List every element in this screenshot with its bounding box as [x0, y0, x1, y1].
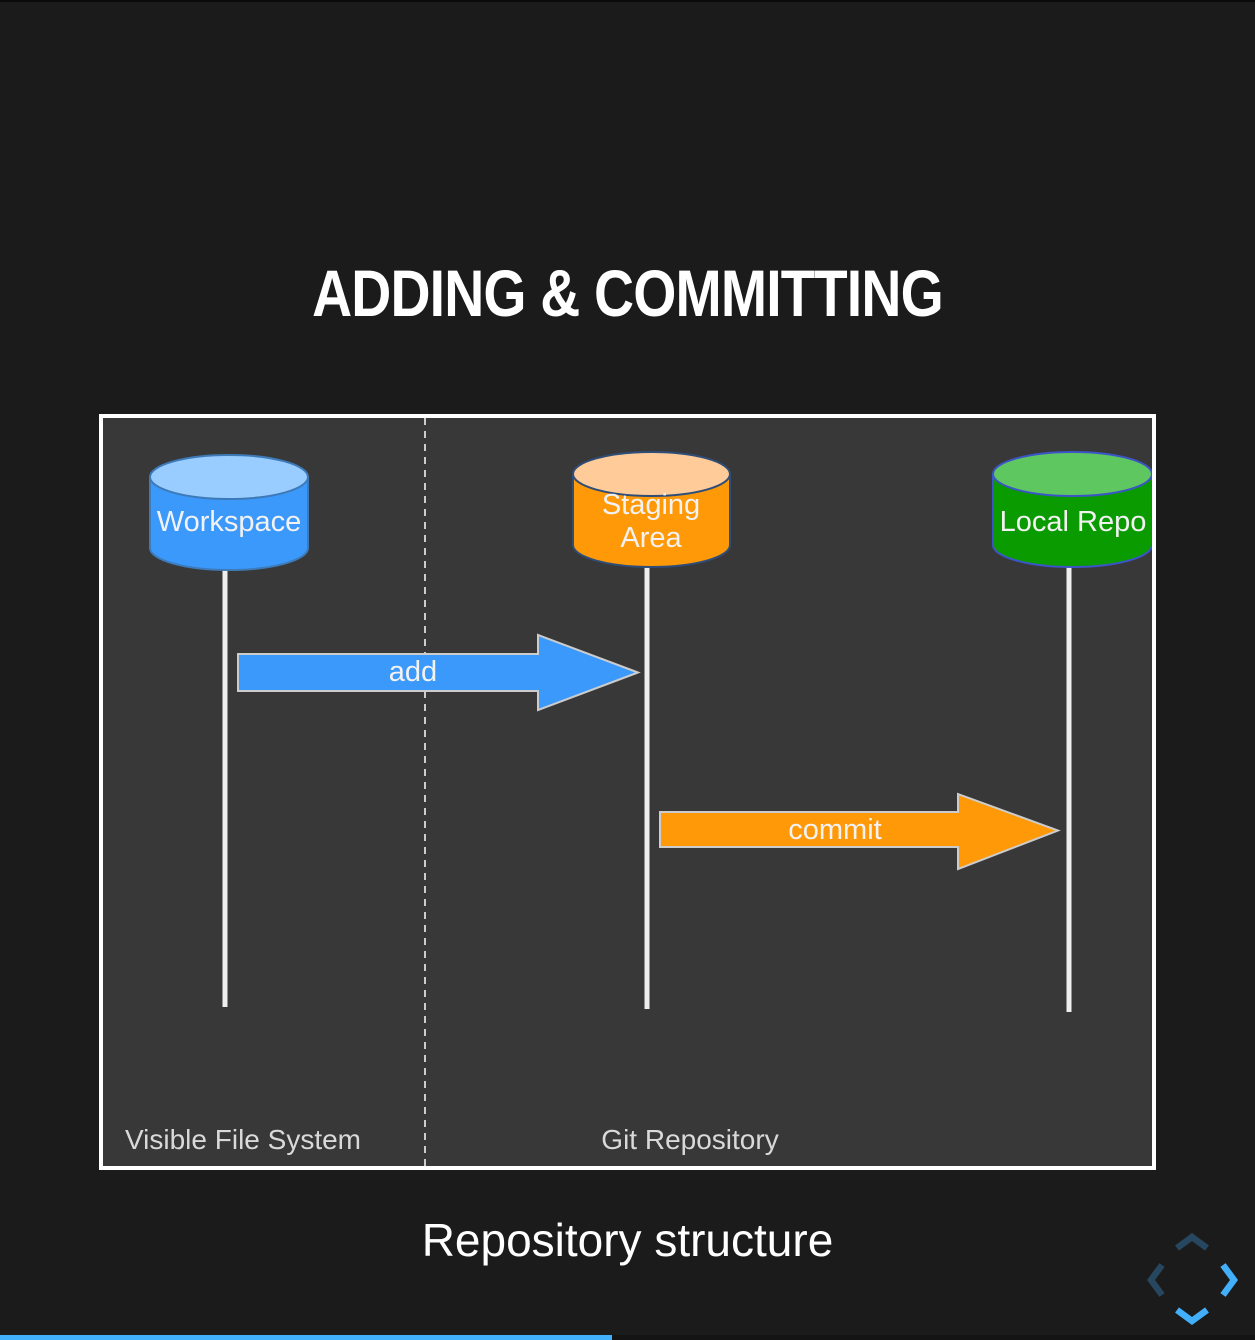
- repository-structure-diagram: Workspace Staging Area Local Repo add co…: [99, 414, 1156, 1170]
- local-repo-cylinder-outline: [992, 473, 1152, 568]
- add-arrow-outline: [237, 633, 641, 712]
- staging-cylinder-top: [573, 452, 730, 496]
- workspace-cylinder-body: [150, 477, 308, 570]
- slide-title: ADDING & COMMITTING: [0, 260, 1255, 326]
- navigate-left-button[interactable]: [1146, 1261, 1166, 1299]
- git-repository-label: Git Repository: [601, 1124, 779, 1155]
- staging-area-label: Staging Area: [551, 489, 751, 555]
- local-repo-cylinder: [992, 451, 1152, 568]
- slide-caption: Repository structure: [421, 1214, 834, 1266]
- staging-cylinder-body: [573, 474, 730, 567]
- chevron-left-icon: [1146, 1263, 1165, 1297]
- navigate-down-button[interactable]: [1173, 1306, 1211, 1326]
- chevron-right-icon: [1220, 1263, 1239, 1297]
- local-repo-label: Local Repo: [999, 506, 1147, 538]
- staging-cylinder: [572, 451, 731, 568]
- visible-file-system-label: Visible File System: [124, 1124, 361, 1155]
- workspace-label: Workspace: [156, 506, 302, 538]
- diagram-canvas: [149, 418, 1152, 1166]
- staging-area-label-line1: Staging: [601, 489, 701, 521]
- add-arrow-label: add: [388, 656, 438, 688]
- staging-area-label-line2: Area: [620, 522, 682, 555]
- navigate-right-button[interactable]: [1219, 1261, 1239, 1299]
- commit-arrow-outline: [659, 792, 1061, 871]
- slide-title-text: ADDING & COMMITTING: [312, 256, 944, 330]
- staging-cylinder-top-outline: [572, 451, 731, 497]
- workspace-cylinder-top-outline: [149, 454, 309, 500]
- workspace-cylinder-top: [150, 455, 308, 499]
- chevron-up-icon: [1175, 1232, 1209, 1251]
- workspace-cylinder: [149, 454, 309, 571]
- progress-bar-fill: [0, 1335, 613, 1340]
- navigate-up-button[interactable]: [1173, 1232, 1211, 1252]
- staging-cylinder-outline: [572, 473, 731, 568]
- chevron-down-icon: [1175, 1307, 1209, 1326]
- local-repo-cylinder-body: [993, 474, 1152, 567]
- presentation-progress-bar[interactable]: [0, 1335, 1255, 1340]
- local-repo-cylinder-top: [993, 452, 1152, 496]
- commit-arrow-label: commit: [788, 814, 882, 846]
- local-repo-cylinder-top-outline: [992, 451, 1152, 497]
- workspace-cylinder-outline: [149, 476, 309, 571]
